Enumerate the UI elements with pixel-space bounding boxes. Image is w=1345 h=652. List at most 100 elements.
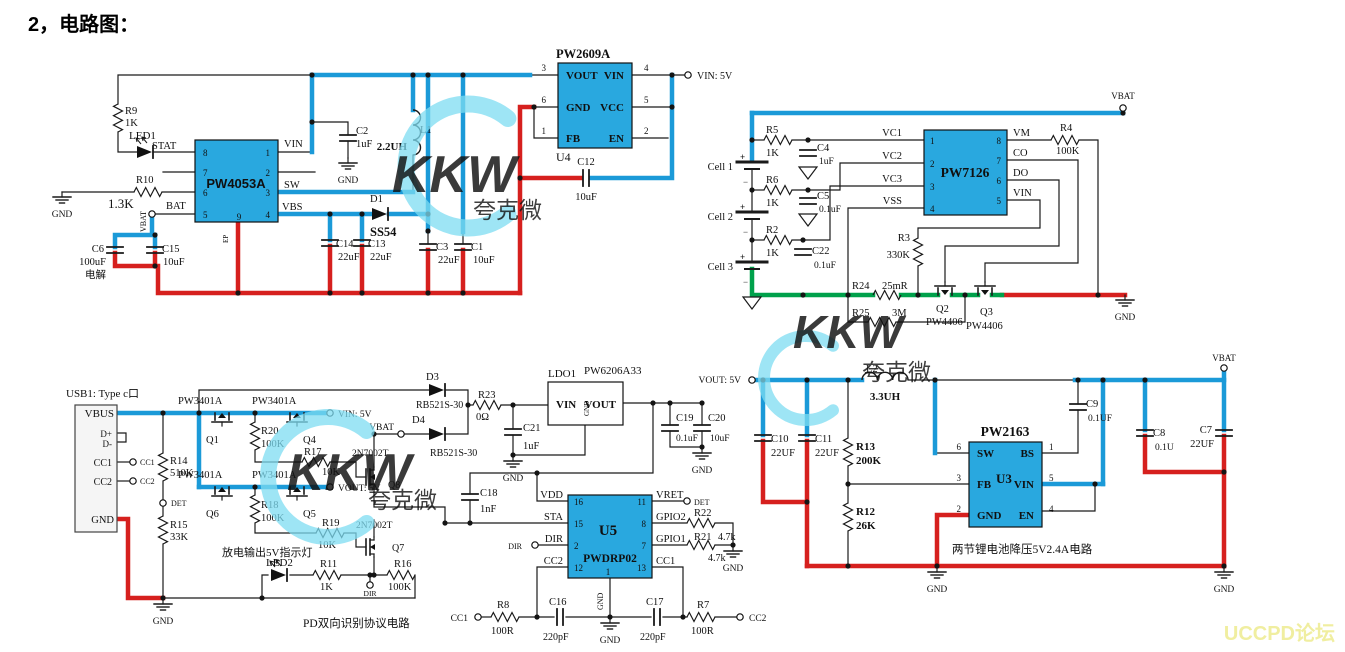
watermark-kkw-wm-top: KKW (392, 146, 520, 204)
resistor-R10 (133, 186, 163, 198)
chip-pw4053a-text-4: 4 (266, 210, 271, 220)
ground-gnd-c21-label: GND (503, 474, 524, 484)
junction-dot-42 (510, 402, 516, 408)
label-c21: C21 (523, 423, 541, 434)
terminal-t-cc2-usb (129, 477, 137, 485)
ground-gnd-c5 (797, 213, 819, 227)
junction-dot-28 (915, 292, 921, 298)
label-330k: 330K (887, 250, 911, 261)
chip-pw4053a-text-1: 1 (266, 148, 271, 158)
wire-black-65 (254, 449, 303, 463)
wire-black-33 (917, 199, 1041, 239)
label-l2: L2 (866, 364, 878, 375)
junction-dot-57 (1075, 377, 1081, 383)
label-r10: R10 (136, 175, 154, 186)
resistor-R15 (157, 515, 169, 545)
junction-dot-62 (845, 481, 851, 487)
chip-pw2609a (557, 62, 633, 149)
label-1.3k: 1.3K (108, 196, 134, 211)
resistor-R6 (763, 184, 793, 196)
label-r8: R8 (497, 600, 509, 611)
wire-black-25 (791, 185, 925, 241)
chip-pw2163-text-vin: VIN (1014, 479, 1034, 491)
label-pw3401a: PW3401A (178, 396, 223, 407)
terminal-t-vout5v-buck (748, 376, 756, 384)
label-510k: 510K (170, 468, 194, 479)
label-pw6206a33: PW6206A33 (584, 365, 642, 377)
label-vc2: VC2 (882, 151, 902, 162)
label-det: DET (171, 499, 187, 508)
junction-dot-26 (800, 292, 806, 298)
label-22uf: 22UF (771, 448, 795, 459)
wire-red-7 (517, 104, 537, 296)
label-vc1: VC1 (882, 128, 902, 139)
wire-red-11 (760, 438, 810, 505)
chip-pw4053a-text-5: 5 (203, 210, 208, 220)
watermark-crescent-wm-right (758, 330, 839, 426)
label-1k: 1K (766, 148, 779, 159)
chip-pw2163-text-sw: SW (977, 448, 994, 460)
label-u4: U4 (556, 150, 571, 164)
ground-gnd-usb-label: GND (153, 617, 174, 627)
watermark-crescent-wm-left (260, 409, 375, 545)
label-0.1uf: 0.1uF (819, 205, 841, 215)
resistor-R3 (912, 237, 924, 267)
chip-pw7126-text-1: 1 (930, 136, 935, 146)
label-pw4406: PW4406 (926, 317, 963, 328)
fet-Q3-arrow (981, 290, 989, 295)
chip-pw7126-text-pw7126: PW7126 (941, 165, 990, 180)
junction-dot-59 (1142, 377, 1148, 383)
label-c11: C11 (815, 434, 832, 445)
label-r5: R5 (766, 125, 778, 136)
wire-black-66 (329, 461, 367, 478)
ground-gnd-u5-label: GND (600, 636, 621, 646)
fet-Q1-arrow (218, 413, 226, 418)
label-100k: 100K (388, 582, 412, 593)
chip-pw2609a-text-4: 4 (644, 63, 649, 73)
label-r22: R22 (694, 508, 712, 519)
label-vout:-5v: VOUT: 5V (698, 376, 741, 386)
label-22uf: 22UF (815, 448, 839, 459)
chip-pw2163-text-5: 5 (1049, 473, 1054, 483)
chip-pw2163-text-fb: FB (977, 479, 992, 491)
junction-dot-29 (962, 292, 968, 298)
terminal-t-vbat-tr (1119, 104, 1127, 112)
label-pw4406: PW4406 (966, 321, 1003, 332)
wire-black-85 (651, 566, 684, 618)
junction-dot-20 (749, 137, 755, 143)
label-c2: C2 (356, 126, 368, 137)
label-q7: Q7 (392, 543, 404, 554)
chip-pw2609a-text-2: 2 (644, 126, 649, 136)
wire-green-0 (749, 266, 876, 298)
label-200k: 200K (856, 455, 882, 467)
junction-dot-53 (680, 614, 686, 620)
junction-dot-58 (1100, 377, 1106, 383)
watermark-cn-wm-left: 夸克微 (368, 487, 437, 513)
label-cc2: CC2 (544, 556, 563, 567)
label-10uf: 10uF (473, 255, 495, 266)
ground-gnd-cells (741, 296, 763, 310)
watermark-crescent-wm-top (397, 95, 517, 237)
label-gpio1: GPIO1 (656, 534, 686, 545)
label-0.1u: 0.1U (1155, 443, 1174, 453)
wire-black-31 (984, 159, 1079, 283)
label-100r: 100R (691, 626, 714, 637)
junction-dot-13 (669, 104, 675, 110)
junction-dot-38 (367, 572, 373, 578)
label-c12: C12 (577, 157, 595, 168)
label-stat: STAT (152, 141, 177, 152)
forum-watermark: UCCPD论坛 (1223, 623, 1335, 645)
wire-black-1 (117, 131, 138, 153)
label-rb521s-30: RB521S-30 (430, 448, 477, 459)
terminal-t-vin5v-top (684, 71, 692, 79)
junction-dot-66 (804, 499, 810, 505)
junction-dot-43 (442, 520, 448, 526)
wire-black-52 (669, 430, 703, 448)
fet-Q8-arrow (370, 474, 375, 480)
label-100k: 100K (1056, 146, 1080, 157)
chip-pw7126-text-4: 4 (930, 204, 935, 214)
label-r24: R24 (852, 281, 870, 292)
label-q6: Q6 (206, 509, 219, 520)
wire-black-26 (847, 207, 925, 296)
